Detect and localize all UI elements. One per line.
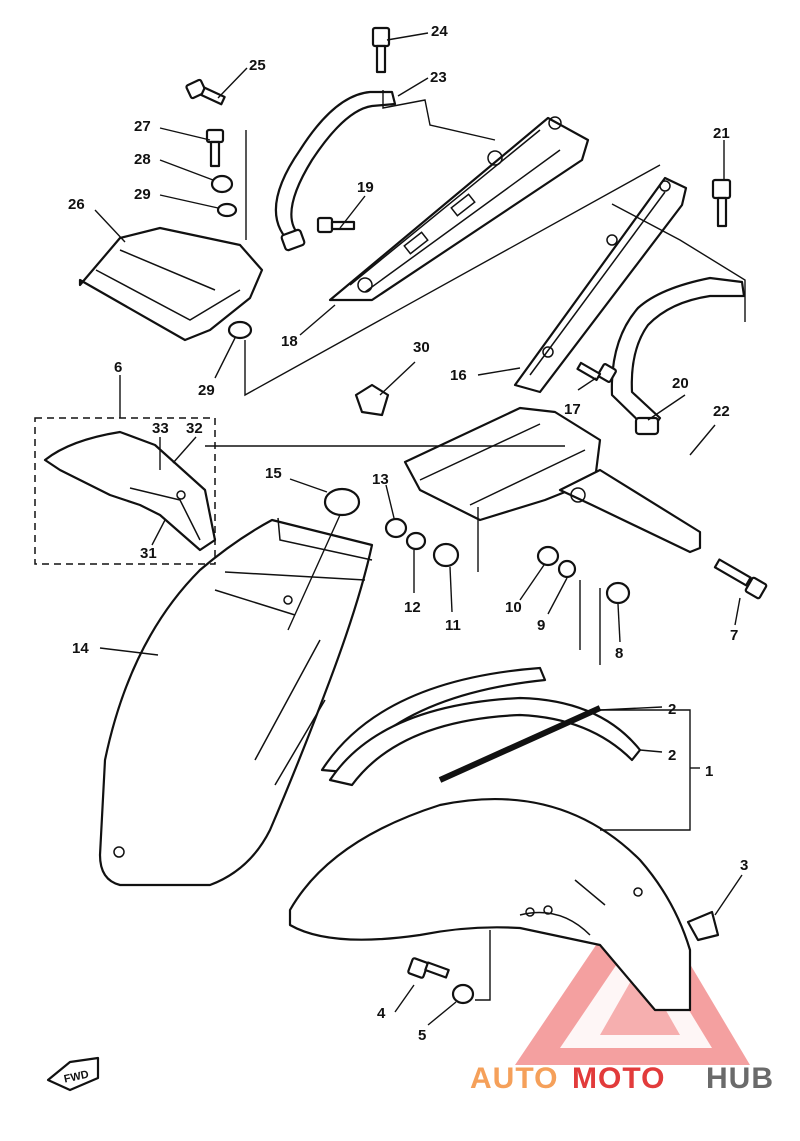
callout-labels: 1 2 2 3 4 5 6 7 8 9 10 11 12 13 14 15 16… — [68, 23, 748, 1044]
callout-17: 17 — [564, 401, 581, 418]
bolt-17 — [576, 361, 617, 383]
callout-29-bottom: 29 — [198, 382, 215, 399]
callout-23: 23 — [430, 69, 447, 86]
callout-7: 7 — [730, 627, 738, 644]
callout-31: 31 — [140, 545, 157, 562]
callout-33: 33 — [152, 420, 169, 437]
bolt-4 — [407, 957, 450, 979]
watermark-hub: HUB — [706, 1062, 774, 1095]
watermark-text: AUTO MOTO HUB — [470, 1062, 774, 1095]
callout-1: 1 — [705, 763, 713, 780]
washer-29-top — [216, 202, 238, 218]
watermark-auto: AUTO — [470, 1062, 558, 1095]
bolt-7 — [713, 558, 768, 600]
callout-15: 15 — [265, 465, 282, 482]
bolt-25 — [185, 78, 226, 106]
washer-5 — [451, 983, 475, 1005]
clip-30 — [354, 383, 390, 417]
callout-18: 18 — [281, 333, 298, 350]
callout-29-top: 29 — [134, 186, 151, 203]
bolt-24 — [371, 26, 391, 74]
bolt-3 — [686, 910, 720, 942]
callout-10: 10 — [505, 599, 522, 616]
right-seat-rail — [513, 176, 688, 394]
callout-30: 30 — [413, 339, 430, 356]
left-seat-rail — [328, 116, 590, 302]
callout-leaders — [94, 32, 743, 1026]
callout-12: 12 — [404, 599, 421, 616]
guide-lines — [34, 90, 746, 1001]
washer-9 — [557, 559, 577, 579]
callout-8: 8 — [615, 645, 623, 662]
nut-28 — [210, 174, 234, 194]
callout-2-lower: 2 — [668, 747, 676, 764]
callout-20: 20 — [672, 375, 689, 392]
collar-11 — [432, 542, 460, 568]
watermark-triangle-core — [600, 965, 680, 1035]
rear-grab-bar-right — [610, 276, 746, 436]
fender-stay — [403, 406, 702, 554]
callout-5: 5 — [418, 1027, 426, 1044]
fwd-label: FWD — [63, 1069, 90, 1086]
front-fender-1 — [288, 797, 692, 1012]
grommet-15 — [323, 487, 361, 517]
bolt-21 — [711, 178, 732, 228]
callout-4: 4 — [377, 1005, 386, 1022]
callout-21: 21 — [713, 125, 730, 142]
callout-11: 11 — [445, 617, 461, 634]
callout-26: 26 — [68, 196, 85, 213]
callout-27: 27 — [134, 118, 151, 135]
callout-25: 25 — [249, 57, 266, 74]
front-fender-stripes — [320, 666, 642, 787]
rear-fender-14 — [98, 517, 374, 887]
rear-fender-cover-26 — [78, 226, 264, 342]
callout-14: 14 — [72, 640, 89, 657]
callout-9: 9 — [537, 617, 545, 634]
rear-grab-bar-left — [274, 90, 397, 252]
callout-2-upper: 2 — [668, 701, 676, 718]
washer-29-bottom — [227, 320, 253, 340]
nut-8 — [605, 581, 631, 605]
mudflap-assembly — [43, 430, 217, 552]
forward-arrow: FWD — [46, 1056, 100, 1092]
nut-13 — [384, 517, 408, 539]
callout-22: 22 — [713, 403, 730, 420]
callout-19: 19 — [357, 179, 374, 196]
nut-10 — [536, 545, 560, 567]
callout-3: 3 — [740, 857, 748, 874]
callout-28: 28 — [134, 151, 151, 168]
callout-32: 32 — [186, 420, 203, 437]
bolt-27 — [205, 128, 225, 168]
callout-24: 24 — [431, 23, 448, 40]
washer-12 — [405, 531, 427, 551]
callout-13: 13 — [372, 471, 389, 488]
bolt-19 — [316, 216, 356, 234]
callout-16: 16 — [450, 367, 467, 384]
callout-6: 6 — [114, 359, 122, 376]
watermark-moto: MOTO — [572, 1062, 665, 1095]
